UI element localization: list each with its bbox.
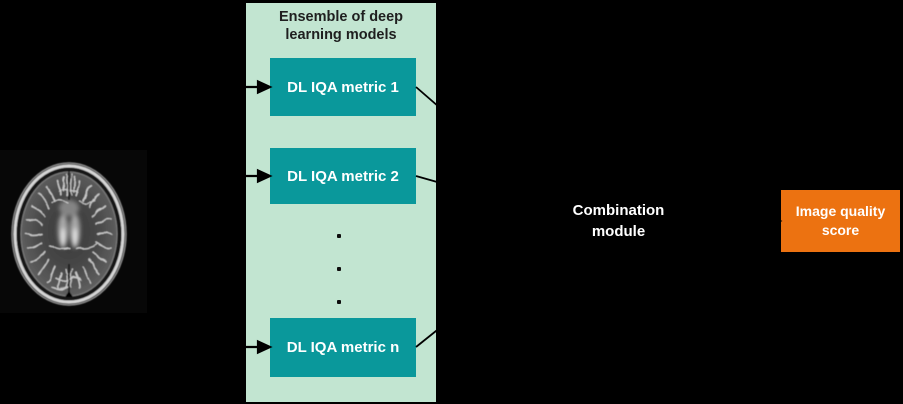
combination-module-line1: Combination bbox=[572, 202, 665, 219]
image-quality-score-label: Image quality score bbox=[795, 203, 886, 238]
output-line-2 bbox=[415, 175, 561, 218]
ellipsis-dot bbox=[337, 300, 341, 304]
brain-mri-image bbox=[0, 150, 147, 313]
dl-iqa-metric-1-box: DL IQA metric 1 bbox=[270, 58, 416, 116]
ensemble-panel-title-line2: learning models bbox=[285, 27, 397, 43]
brain-mri-graphic bbox=[0, 150, 147, 313]
ellipsis-dots bbox=[337, 234, 341, 304]
output-line-n bbox=[415, 229, 563, 348]
combination-module-line2: module bbox=[591, 223, 646, 240]
ellipsis-dot bbox=[337, 234, 341, 238]
ensemble-panel-title: Ensemble of deep learning models bbox=[246, 8, 436, 44]
combination-module-label: Combination module bbox=[540, 200, 697, 242]
image-quality-score-box: Image quality score bbox=[781, 190, 900, 252]
ensemble-panel-title-line1: Ensemble of deep bbox=[278, 9, 404, 25]
dl-iqa-metric-n-box: DL IQA metric n bbox=[270, 318, 416, 377]
combo-to-output-arrowhead bbox=[767, 213, 783, 229]
output-line-1 bbox=[415, 86, 561, 213]
ellipsis-dot bbox=[337, 267, 341, 271]
dl-iqa-metric-2-box: DL IQA metric 2 bbox=[270, 148, 416, 204]
